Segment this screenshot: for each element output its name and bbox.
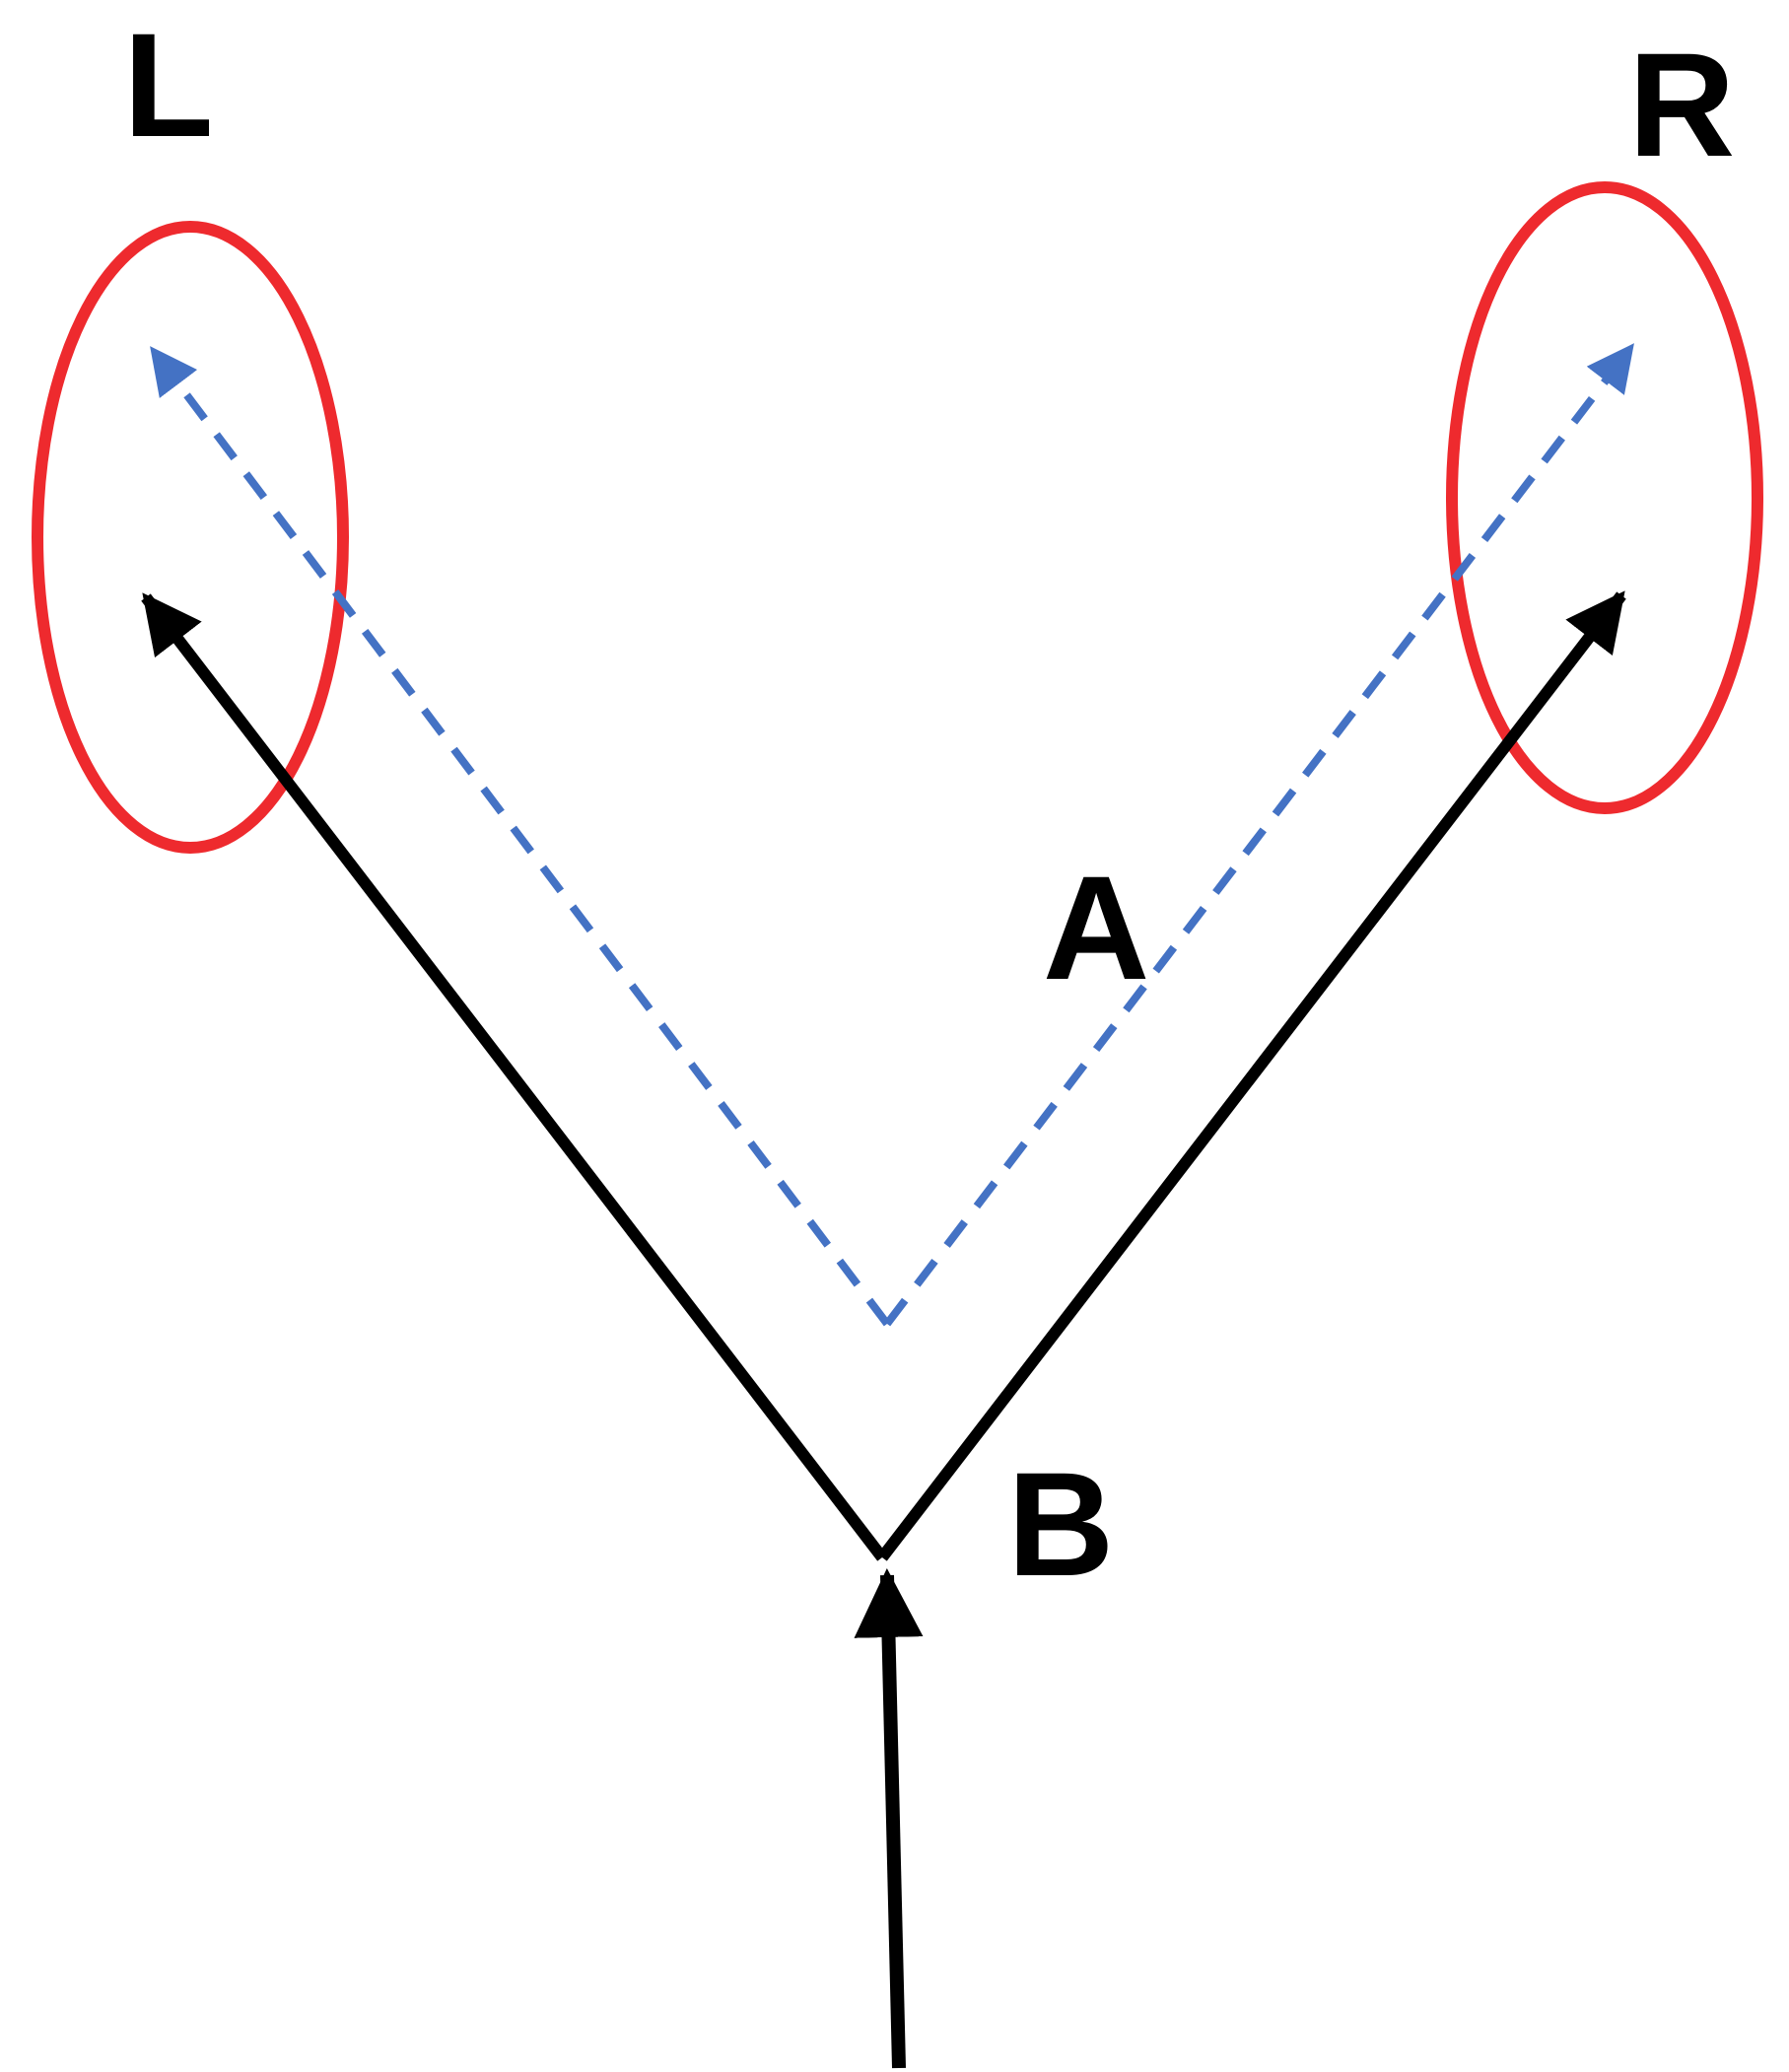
label-l: L — [123, 2, 214, 168]
solid-arrow-to-left — [141, 592, 887, 1561]
solid-arrow-to-right — [877, 590, 1626, 1561]
incoming-arrow-to-b — [854, 1568, 924, 2069]
dashed-arrow-to-right — [883, 343, 1635, 1327]
dashed-arrow-to-left — [149, 346, 891, 1327]
right-target-ellipse — [1446, 181, 1763, 814]
label-b: B — [1007, 1441, 1114, 1607]
left-target-ellipse — [32, 221, 349, 854]
label-a: A — [1043, 845, 1149, 1010]
label-r: R — [1628, 22, 1735, 187]
